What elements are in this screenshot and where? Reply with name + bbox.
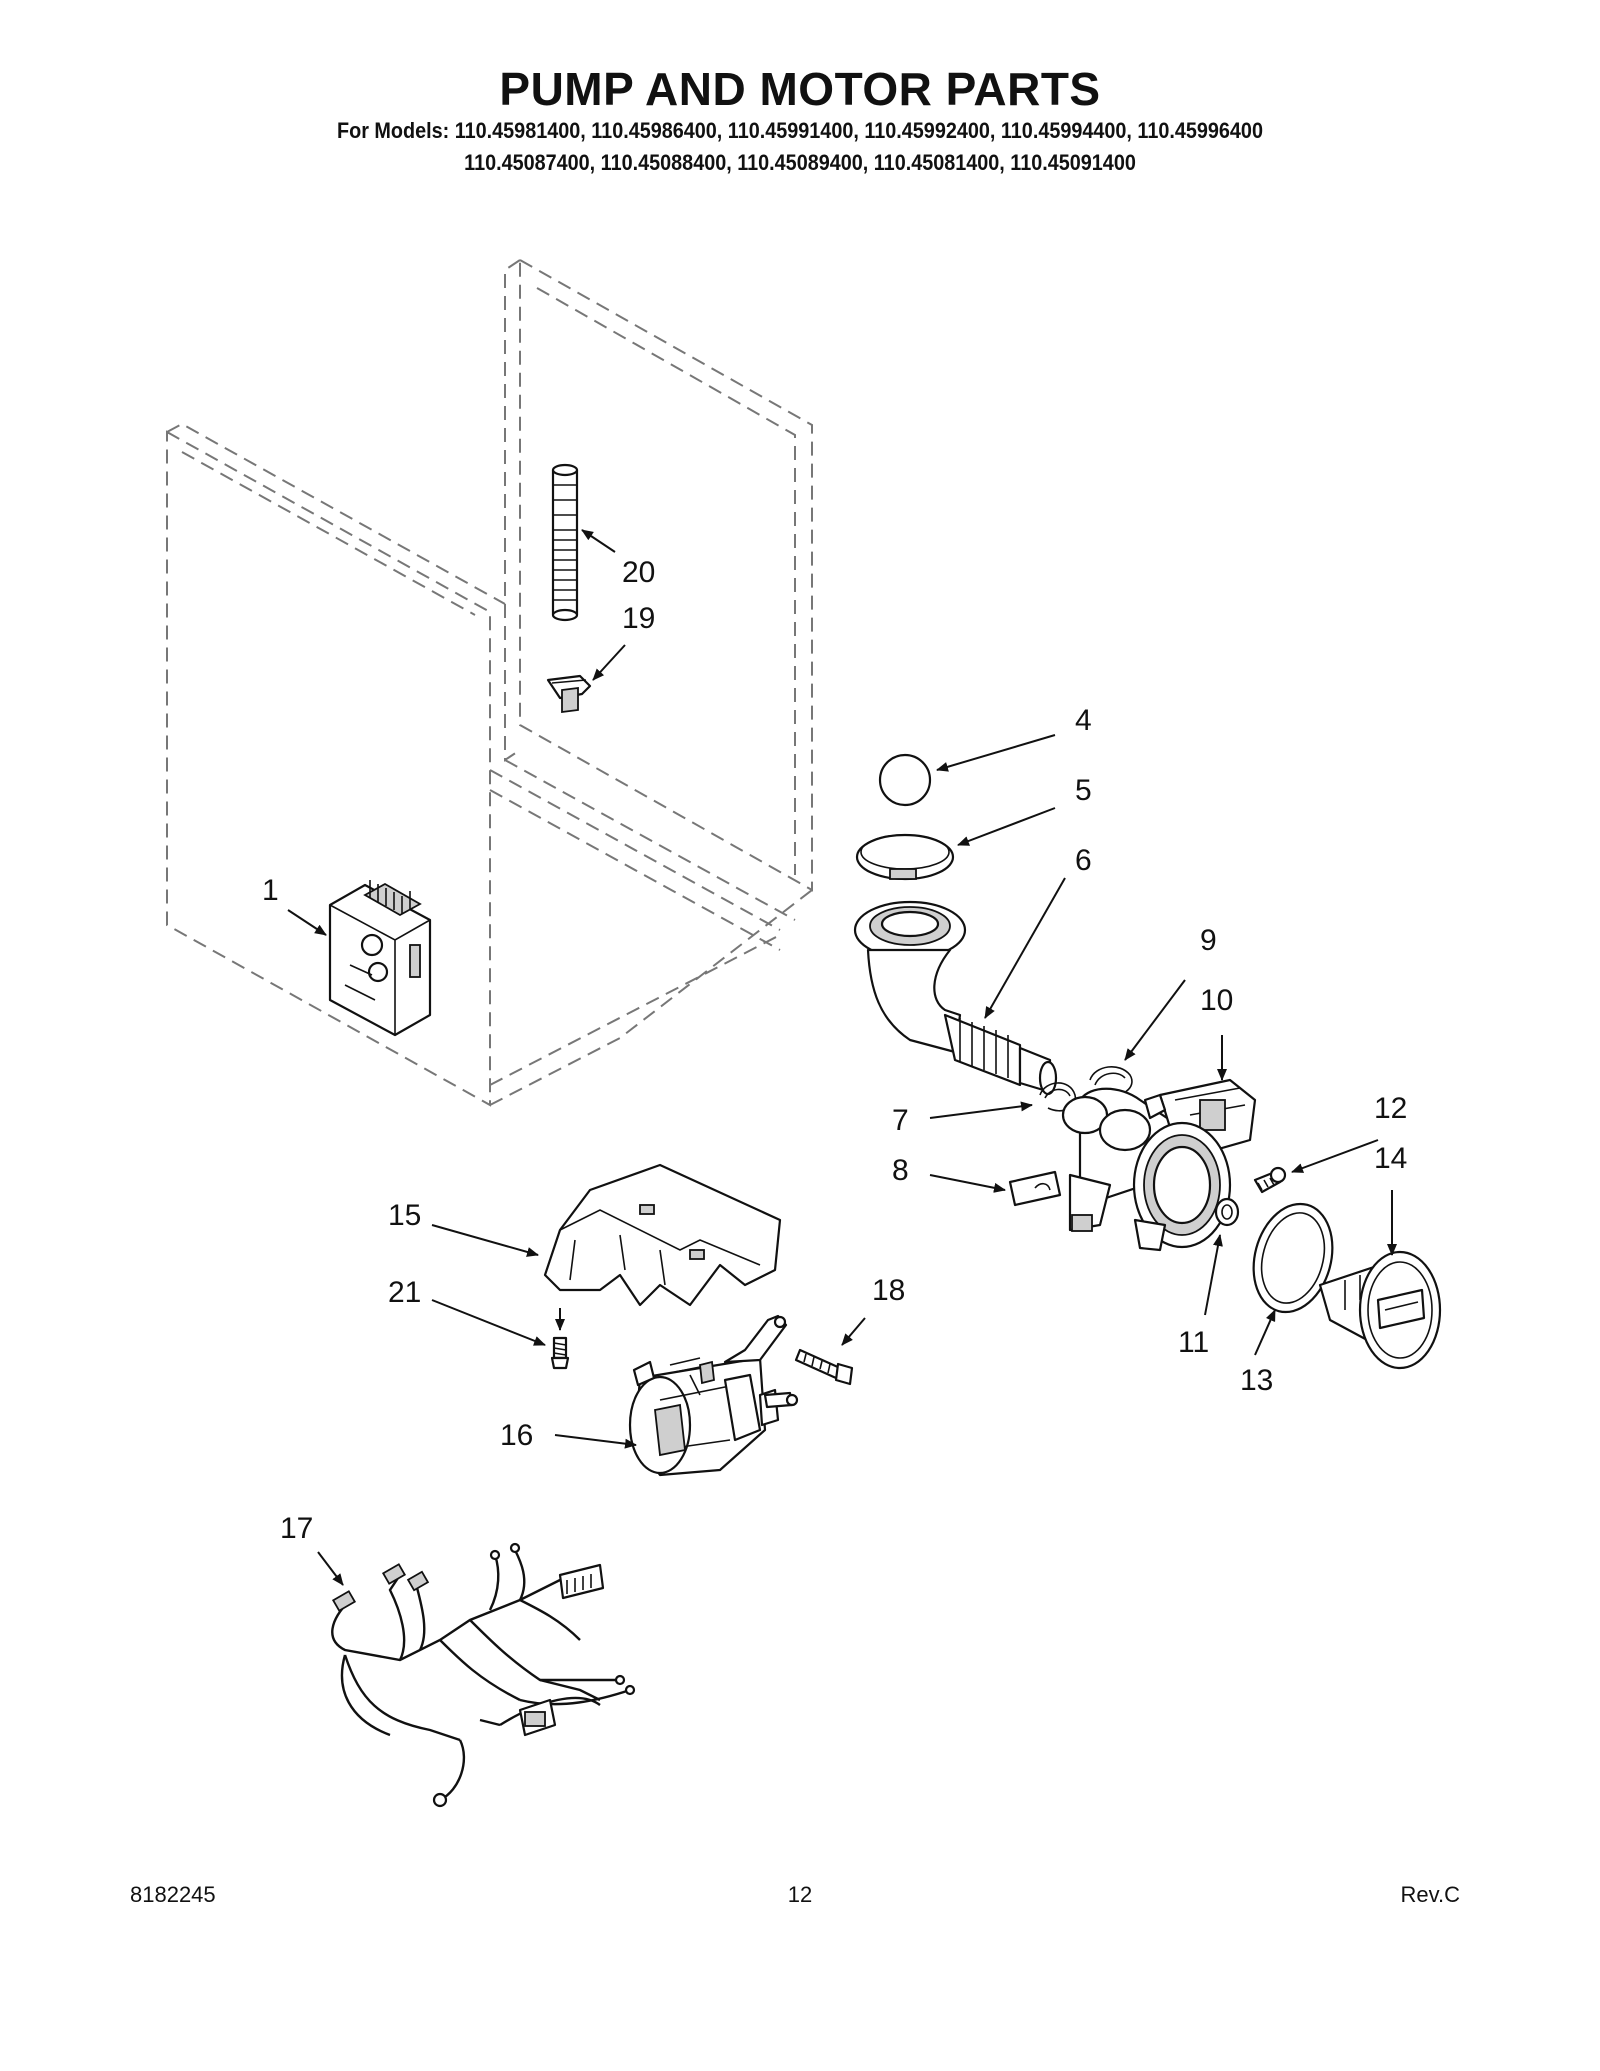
callout-14: 14	[1374, 1142, 1407, 1175]
callout-4: 4	[1075, 704, 1092, 737]
part-15-motor-shield	[543, 1163, 782, 1307]
part-16-drive-motor	[628, 1314, 799, 1477]
part-6-sump-hose	[853, 900, 1058, 1096]
part-10-drain-pump	[1061, 1078, 1257, 1252]
models-line-1: For Models: 110.45981400, 110.45986400, …	[337, 118, 1263, 143]
part-12-screw	[1253, 1166, 1287, 1194]
callout-8: 8	[892, 1154, 909, 1187]
callout-17: 17	[280, 1512, 313, 1545]
part-7-clip	[1039, 1082, 1077, 1112]
revision-label: Rev.C	[1400, 1882, 1461, 1907]
callout-18: 18	[872, 1274, 905, 1307]
callout-19: 19	[622, 602, 655, 635]
callout-20: 20	[622, 556, 655, 589]
part-8-bracket	[1008, 1170, 1062, 1207]
part-5-clamp-ring	[855, 833, 955, 881]
part-13-gasket	[1252, 1202, 1334, 1314]
page-number: 12	[787, 1882, 813, 1907]
part-19-hose-clamp	[546, 674, 592, 714]
models-line-2: 110.45087400, 110.45088400, 110.45089400…	[464, 150, 1136, 175]
callout-7: 7	[892, 1104, 909, 1137]
callout-11: 11	[1178, 1326, 1209, 1359]
part-20-drain-hose	[551, 463, 579, 622]
callout-6: 6	[1075, 844, 1092, 877]
part-21-screw	[550, 1336, 570, 1370]
page-title: PUMP AND MOTOR PARTS	[499, 63, 1101, 115]
part-14-filter	[1318, 1250, 1442, 1370]
part-1-relay-box	[328, 880, 432, 1037]
callout-12: 12	[1374, 1092, 1407, 1125]
callout-9: 9	[1200, 924, 1217, 957]
callout-16: 16	[500, 1419, 533, 1452]
callout-10: 10	[1200, 984, 1233, 1017]
document-number: 8182245	[130, 1882, 216, 1907]
callout-21: 21	[388, 1276, 421, 1309]
callout-15: 15	[388, 1199, 421, 1232]
callout-1: 1	[262, 874, 279, 907]
part-11-o-ring	[1214, 1197, 1240, 1227]
part-17-wire-harness	[331, 1542, 636, 1808]
cabinet-outline	[166, 258, 813, 1107]
callout-13: 13	[1240, 1364, 1273, 1397]
part-4-ball	[878, 753, 932, 807]
callout-5: 5	[1075, 774, 1092, 807]
part-18-bolt	[794, 1348, 854, 1386]
